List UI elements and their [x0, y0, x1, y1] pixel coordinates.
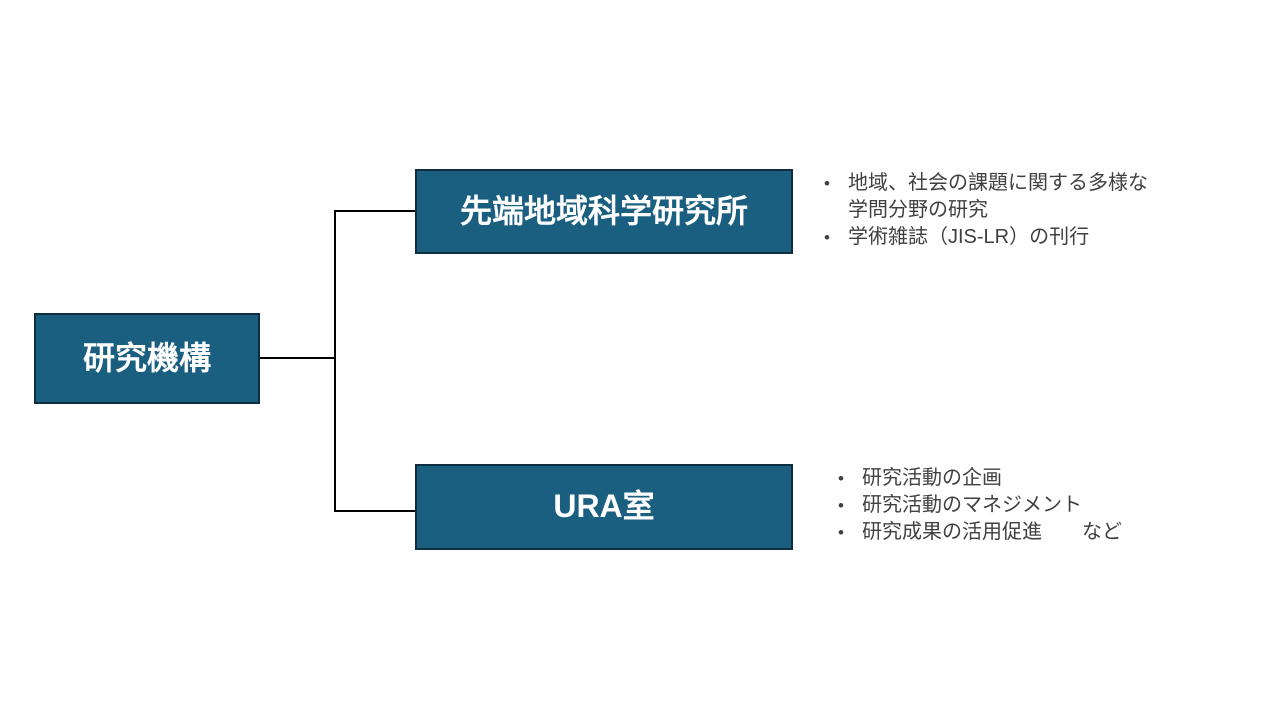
- bullet-list-institute: 地域、社会の課題に関する多様な学問分野の研究 学術雑誌（JIS-LR）の刊行: [820, 170, 1162, 251]
- bullet-item: 研究成果の活用促進 など: [834, 519, 1176, 546]
- bullet-item: 研究活動の企画: [834, 465, 1176, 492]
- connector-bottom-branch: [334, 510, 415, 512]
- connector-root-horizontal: [260, 357, 336, 359]
- bullet-item: 学術雑誌（JIS-LR）の刊行: [820, 224, 1162, 251]
- branch-node-box-institute: 先端地域科学研究所: [415, 169, 793, 254]
- bullet-item: 地域、社会の課題に関する多様な学問分野の研究: [820, 170, 1162, 224]
- bullet-list-ura: 研究活動の企画 研究活動のマネジメント 研究成果の活用促進 など: [834, 465, 1176, 546]
- bullet-item: 研究活動のマネジメント: [834, 492, 1176, 519]
- root-node-label: 研究機構: [82, 339, 211, 376]
- branch-node-box-ura: URA室: [415, 464, 793, 550]
- branch-node-label-ura: URA室: [553, 488, 655, 525]
- connector-vertical-trunk: [334, 210, 336, 512]
- root-node-box: 研究機構: [34, 313, 260, 404]
- branch-node-label-institute: 先端地域科学研究所: [459, 192, 748, 229]
- connector-top-branch: [334, 210, 415, 212]
